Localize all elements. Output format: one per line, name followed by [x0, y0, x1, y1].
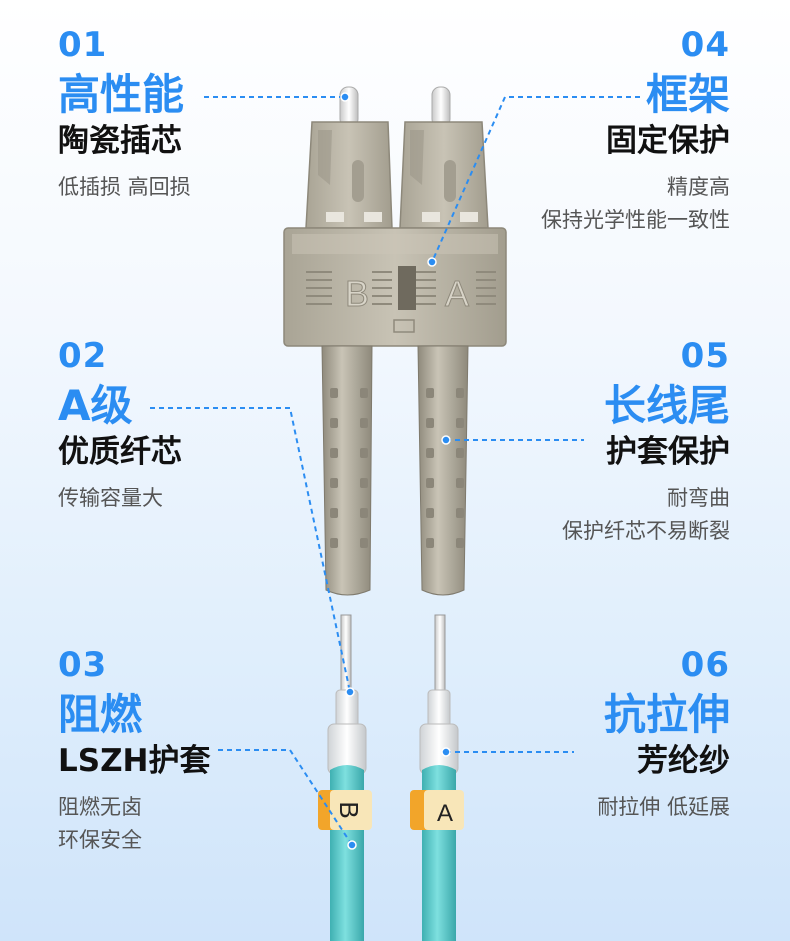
- feature-04: 04 框架 固定保护 精度高 保持光学性能一致性: [541, 25, 730, 237]
- feature-description: 低插损 高回损: [58, 171, 191, 204]
- frame-label-b: B: [345, 273, 369, 314]
- feature-subtitle: 芳纶纱: [637, 743, 730, 779]
- feature-subtitle: 优质纤芯: [58, 434, 182, 470]
- feature-description-line: 传输容量大: [58, 486, 163, 510]
- feature-title: 阻燃: [58, 690, 143, 739]
- feature-01: 01 高性能 陶瓷插芯 低插损 高回损: [58, 25, 191, 204]
- feature-description: 耐拉伸 低延展: [597, 791, 730, 824]
- feature-description-line: 环保安全: [58, 828, 142, 852]
- feature-description: 传输容量大: [58, 482, 182, 515]
- feature-description-line: 耐拉伸 低延展: [597, 795, 730, 819]
- ceramic-ferrules: [339, 86, 451, 128]
- feature-subtitle: 护套保护: [606, 434, 730, 470]
- feature-description-line: 精度高: [667, 175, 730, 199]
- callout-lines: [150, 96, 640, 846]
- feature-06: 06 抗拉伸 芳纶纱 耐拉伸 低延展: [597, 645, 730, 824]
- cable-tag-b: B: [318, 790, 372, 830]
- feature-description: 阻燃无卤 环保安全: [58, 791, 211, 857]
- feature-description: 耐弯曲 保护纤芯不易断裂: [562, 482, 730, 548]
- feature-subtitle: 陶瓷插芯: [58, 123, 182, 159]
- feature-number: 01: [58, 25, 108, 65]
- feature-title: 抗拉伸: [603, 690, 730, 739]
- feature-description-line: 保护纤芯不易断裂: [562, 519, 730, 543]
- feature-number: 02: [58, 336, 108, 376]
- feature-subtitle: 固定保护: [606, 123, 730, 159]
- feature-03: 03 阻燃 LSZH护套 阻燃无卤 环保安全: [58, 645, 211, 857]
- feature-title: 长线尾: [603, 381, 730, 430]
- fiber-cores: [340, 614, 446, 696]
- feature-number: 03: [58, 645, 108, 685]
- callout-line-02: [150, 407, 351, 693]
- strain-relief-boots: [321, 345, 469, 596]
- cable-tag-a: A: [410, 790, 464, 830]
- feature-description-line: 低插损 高回损: [58, 175, 191, 199]
- tight-buffer: [327, 689, 459, 775]
- feature-description-line: 阻燃无卤: [58, 795, 142, 819]
- callout-line-03: [218, 749, 353, 846]
- feature-description: 精度高 保持光学性能一致性: [541, 171, 730, 237]
- connector-upper-housings: [305, 121, 489, 229]
- feature-description-line: 耐弯曲: [667, 486, 730, 510]
- feature-title: 框架: [645, 70, 730, 119]
- feature-number: 05: [680, 336, 730, 376]
- feature-number: 04: [680, 25, 730, 65]
- callout-dots: [340, 92, 451, 850]
- feature-subtitle: LSZH护套: [58, 743, 211, 779]
- feature-description-line: 保持光学性能一致性: [541, 208, 730, 232]
- cable-tag-b-label: B: [334, 801, 364, 818]
- callout-line-04: [431, 96, 640, 263]
- cable-tag-a-label: A: [437, 800, 453, 827]
- feature-title: A级: [58, 381, 133, 430]
- feature-title: 高性能: [58, 70, 185, 119]
- feature-number: 06: [680, 645, 730, 685]
- feature-05: 05 长线尾 护套保护 耐弯曲 保护纤芯不易断裂: [562, 336, 730, 548]
- frame-label-a: A: [445, 273, 469, 314]
- duplex-frame: B A: [283, 227, 507, 347]
- feature-02: 02 A级 优质纤芯 传输容量大: [58, 336, 182, 515]
